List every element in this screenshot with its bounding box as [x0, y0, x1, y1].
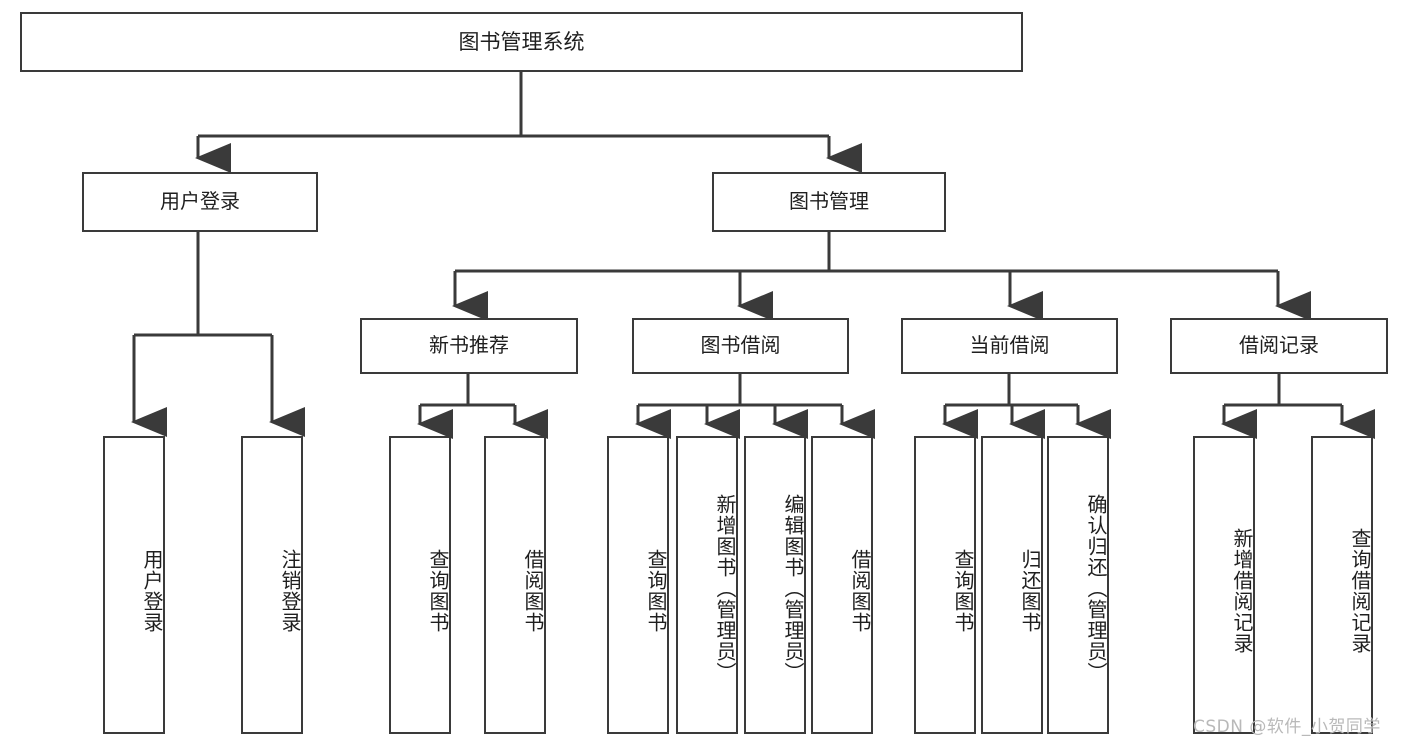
node-label: 新增借阅记录: [1230, 528, 1254, 654]
node-label: 编辑图书（管理员）: [781, 493, 805, 683]
node-new-book-recommend[interactable]: 新书推荐: [360, 318, 578, 374]
node-label: 查询图书: [644, 549, 668, 633]
node-current-borrow[interactable]: 当前借阅: [901, 318, 1118, 374]
node-label: 归还图书: [1018, 549, 1042, 633]
node-book-borrow[interactable]: 图书借阅: [632, 318, 849, 374]
node-label: 图书管理: [789, 189, 869, 214]
leaf-borrow-book-recommend[interactable]: 借阅图书: [484, 436, 546, 734]
leaf-query-book-borrow[interactable]: 查询图书: [607, 436, 669, 734]
node-label: 查询图书: [426, 549, 450, 633]
leaf-add-book-admin[interactable]: 新增图书（管理员）: [676, 436, 738, 734]
leaf-edit-book-admin[interactable]: 编辑图书（管理员）: [744, 436, 806, 734]
node-user-login[interactable]: 用户登录: [82, 172, 318, 232]
node-label: 借阅图书: [848, 549, 872, 633]
node-label: 新书推荐: [429, 333, 509, 358]
leaf-user-login[interactable]: 用户登录: [103, 436, 165, 734]
leaf-query-book-recommend[interactable]: 查询图书: [389, 436, 451, 734]
node-label: 用户登录: [140, 549, 164, 633]
node-label: 借阅记录: [1239, 333, 1319, 358]
leaf-return-book[interactable]: 归还图书: [981, 436, 1043, 734]
watermark: CSDN @软件_小贺同学: [1193, 717, 1381, 737]
node-borrow-record[interactable]: 借阅记录: [1170, 318, 1388, 374]
node-label: 新增图书（管理员）: [713, 493, 737, 683]
node-label: 注销登录: [278, 549, 302, 633]
leaf-query-borrow-record[interactable]: 查询借阅记录: [1311, 436, 1373, 734]
node-label: 查询借阅记录: [1348, 528, 1372, 654]
node-label: 图书借阅: [700, 333, 781, 358]
node-label: 确认归还（管理员）: [1084, 493, 1108, 683]
node-label: 查询图书: [951, 549, 975, 633]
node-root-system[interactable]: 图书管理系统: [20, 12, 1023, 72]
leaf-borrow-book[interactable]: 借阅图书: [811, 436, 873, 734]
node-label: 借阅图书: [521, 549, 545, 633]
leaf-logout[interactable]: 注销登录: [241, 436, 303, 734]
leaf-add-borrow-record[interactable]: 新增借阅记录: [1193, 436, 1255, 734]
node-label: 当前借阅: [969, 333, 1050, 358]
node-label: 图书管理系统: [458, 29, 585, 54]
node-book-management[interactable]: 图书管理: [712, 172, 946, 232]
leaf-confirm-return-admin[interactable]: 确认归还（管理员）: [1047, 436, 1109, 734]
node-label: 用户登录: [160, 189, 240, 214]
leaf-query-book-current[interactable]: 查询图书: [914, 436, 976, 734]
